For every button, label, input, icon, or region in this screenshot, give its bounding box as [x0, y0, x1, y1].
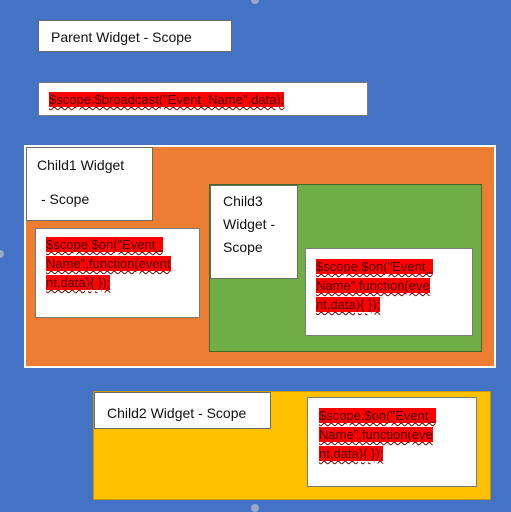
- child3-label-line3: Scope: [223, 239, 263, 255]
- child3-code-line1: $scope.$on("Event_: [316, 259, 433, 274]
- child1-scope-label: Child1 Widget - Scope: [26, 147, 153, 221]
- child3-code-line3: nt,data){ });: [316, 297, 381, 312]
- selection-handle-top: [251, 0, 259, 4]
- child1-label-line1: Child1 Widget: [37, 157, 125, 173]
- child2-on-code: $scope.$on("Event_ Name",function(eve nt…: [307, 397, 477, 487]
- child1-on-code: $scope.$on("Event_ Name",function(event …: [35, 228, 200, 318]
- child3-scope-label: Child3 Widget - Scope: [210, 185, 298, 279]
- child3-on-code: $scope.$on("Event_ Name",function(eve nt…: [305, 248, 473, 336]
- broadcast-statement: $scope.$broadcast("Event_Name",data);: [49, 92, 285, 107]
- parent-scope-label: Parent Widget - Scope: [38, 20, 232, 52]
- child2-label-text: Child2 Widget - Scope: [107, 405, 247, 421]
- parent-scope-text: Parent Widget - Scope: [51, 29, 192, 45]
- child3-label-line1: Child3: [223, 193, 263, 209]
- selection-handle-bottom: [251, 504, 259, 512]
- child2-scope-label: Child2 Widget - Scope: [94, 392, 271, 429]
- child2-code-line3: nt,data){ });: [319, 446, 384, 461]
- child3-code-line2: Name",function(eve: [316, 278, 430, 293]
- child2-code-line1: $scope.$on("Event_: [319, 408, 436, 423]
- child3-label-line2: Widget -: [223, 216, 276, 232]
- selection-handle-left: [0, 250, 4, 258]
- child1-code-line2: Name",function(event: [46, 256, 171, 271]
- child1-label-line2: - Scope: [41, 191, 90, 207]
- parent-broadcast-code: $scope.$broadcast("Event_Name",data);: [38, 82, 368, 116]
- child2-code-line2: Name",function(eve: [319, 427, 433, 442]
- child1-code-line1: $scope.$on("Event_: [46, 237, 163, 252]
- child1-code-line3: nt,data){ });: [46, 275, 111, 290]
